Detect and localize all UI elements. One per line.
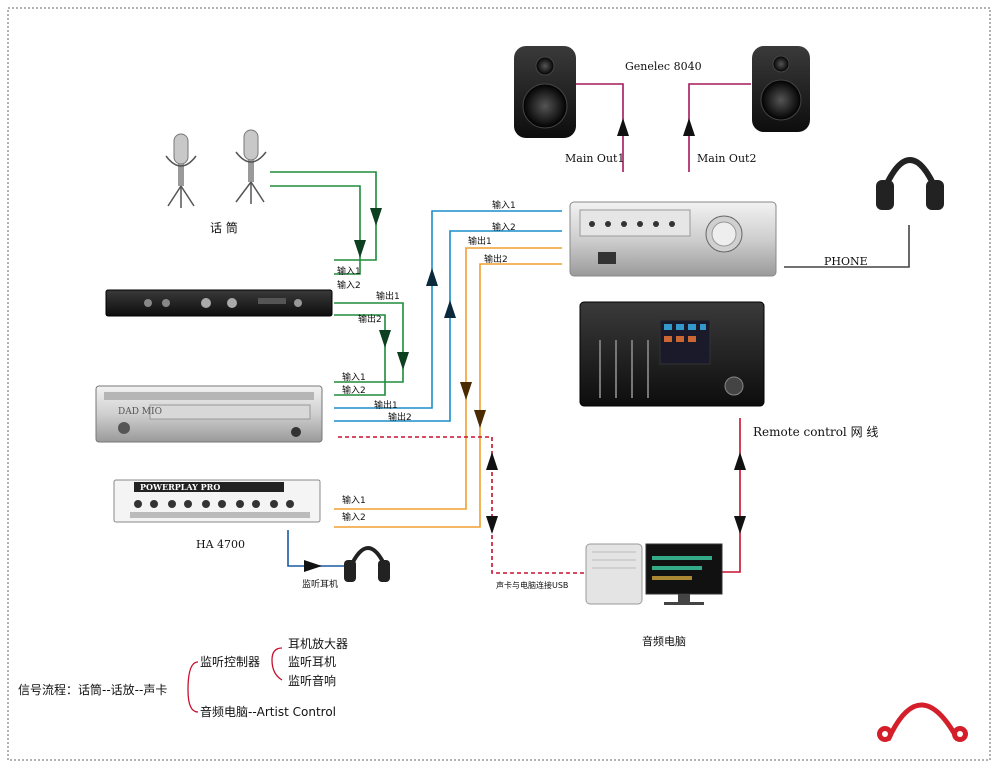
cable-main-out2 [688,83,751,172]
powerplay-panel-label: POWERPLAY PRO [140,482,220,492]
pre-out1-label: 输出1 [376,290,400,302]
ha4700-label: HA 4700 [196,538,245,551]
mon-in2-label: 输入2 [492,221,516,233]
remote-control-label: Remote control 网 线 [753,425,878,439]
signal-flow-tree: 信号流程：话筒--话放--声卡 监听控制器 耳机放大器 监听耳机 监听音响 音频… [18,636,348,719]
ha-in2-label: 输入2 [342,511,366,523]
arrow-usb-down [486,516,498,534]
tree-bracket-lower [187,689,199,713]
cable-dad-out2 [334,230,562,422]
mic-in1-label: 输入1 [337,265,361,277]
microphone-icon [235,129,267,204]
flow-root-label: 信号流程：话筒--话放--声卡 [18,682,167,697]
monitor-controller [569,201,777,277]
flow-leaf-headphones: 监听耳机 [288,655,336,669]
cable-main-out1 [576,83,624,172]
flow-leaf-headphone-amp: 耳机放大器 [288,636,348,651]
arrow-remote-up [734,452,746,470]
brand-logo [877,702,968,742]
arrow-green-2 [354,240,366,258]
usb-label: 声卡与电脑连接USB [496,580,568,590]
flow-controller-label: 监听控制器 [200,655,260,669]
computer-label: 音频电脑 [642,634,686,648]
dad-in2-label: 输入2 [342,384,366,396]
main-out2-label: Main Out2 [697,152,756,165]
labels: 话 筒 Genelec 8040 Main Out1 Main Out2 PHO… [196,60,878,648]
dad-out1-label: 输出1 [374,399,398,411]
arrow-main-2 [683,118,695,136]
cables [270,83,910,574]
ha4700-amplifier [113,479,321,523]
speaker-right-icon [752,46,810,132]
arrow-green-4 [379,330,391,348]
cable-usb [338,436,588,574]
control-surface [579,301,765,407]
dad-panel-label: DAD MIO [118,407,162,417]
monitor-headphones-label: 监听耳机 [302,578,338,590]
speaker-left-icon [514,46,576,138]
arrow-remote-down [734,516,746,534]
cable-remote [722,418,741,573]
arrow-blue-2 [444,300,456,318]
audio-computer [585,543,723,605]
arrows [304,118,746,572]
preamp-rack [105,289,333,317]
phone-label: PHONE [824,255,868,268]
speakers-label: Genelec 8040 [625,60,702,73]
cable-ha-headphone [287,530,348,567]
microphone-icon [165,133,197,208]
dad-in1-label: 输入1 [342,371,366,383]
arrow-green-3 [397,352,409,370]
flow-computer-label: 音频电脑--Artist Control [200,704,336,719]
arrow-blue-1 [426,268,438,286]
mic-in2-label: 输入2 [337,279,361,291]
cable-mon-out1 [334,247,562,510]
arrow-main-1 [617,118,629,136]
arrow-orange-1 [460,382,472,400]
dad-mio-interface [95,385,323,443]
arrow-usb-up [486,452,498,470]
cable-mon-out2 [334,263,562,528]
cable-dad-out1 [334,210,562,409]
page-border [7,7,991,761]
cable-pre-out1 [334,302,404,383]
monitor-headphones-icon [344,546,390,582]
microphones [165,129,267,208]
flow-leaf-speakers: 监听音响 [288,673,336,688]
main-out1-label: Main Out1 [565,152,624,165]
mon-in1-label: 输入1 [492,199,516,211]
tree-bracket-leaves [271,647,283,681]
cable-mic-in2 [270,185,361,275]
cable-pre-out2 [334,314,386,396]
pre-out2-label: 输出2 [358,313,382,325]
microphones-label: 话 筒 [210,220,238,235]
cable-phone [784,225,910,268]
tree-bracket-upper [187,661,199,691]
arrow-orange-2 [474,410,486,428]
arrow-ha-headphone [304,560,322,572]
headphones-icon [876,157,944,210]
mon-out2-label: 输出2 [484,253,508,265]
mon-out1-label: 输出1 [468,235,492,247]
arrow-green-1 [370,208,382,226]
ha-in1-label: 输入1 [342,494,366,506]
dad-out2-label: 输出2 [388,411,412,423]
